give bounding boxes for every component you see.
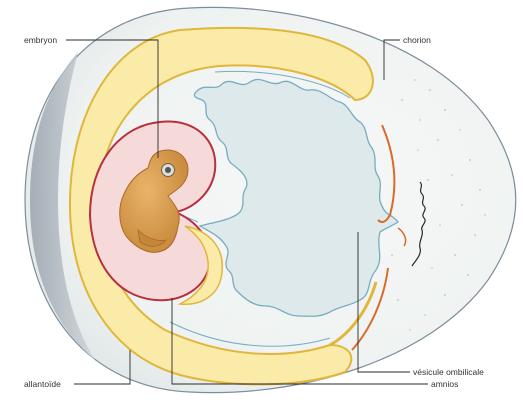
leader-lines [66, 39, 428, 385]
chorion-edge-lower-yellow [329, 281, 378, 347]
label-chorion: chorion [403, 35, 431, 45]
leader-embryon [66, 39, 159, 158]
chorion-edge-lower [351, 267, 389, 351]
label-allantoide: allantoïde [24, 379, 61, 389]
label-embryon: embryon [24, 35, 57, 45]
leader-vesicule [357, 232, 410, 373]
leader-chorion [383, 39, 400, 80]
leader-allantoide [74, 350, 131, 385]
allantois-membrane-lower [169, 321, 331, 347]
leader-amnios [171, 298, 428, 385]
chorion-edge-small [397, 227, 407, 247]
label-vesicule-ombilicale: vésicule ombilicale [413, 367, 484, 377]
chorion-edge-upper [377, 124, 396, 224]
yolk-sac [193, 78, 399, 317]
embryo [119, 149, 189, 253]
allantois-fold [177, 225, 223, 305]
shell-speckles [391, 79, 486, 331]
allantois-membrane [214, 70, 351, 99]
label-amnios: amnios [431, 379, 458, 389]
shell-shadow [30, 52, 95, 360]
chorion-band [68, 26, 374, 386]
shell-membrane-squiggle [411, 181, 426, 267]
